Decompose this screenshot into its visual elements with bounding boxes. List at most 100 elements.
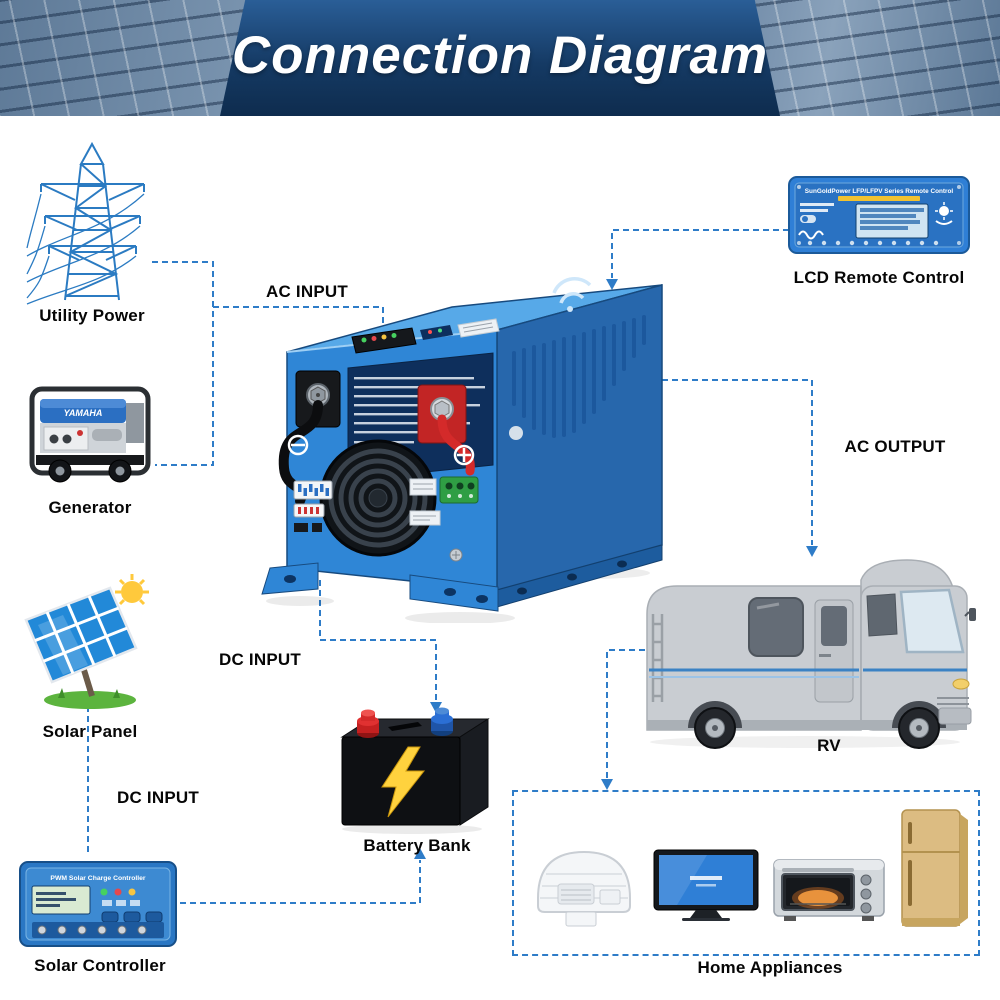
title-banner-band: [220, 0, 780, 116]
remote-title-text: SunGoldPower LFP/LFPV Series Remote Cont…: [805, 188, 954, 195]
lightning-bolt-icon: [381, 746, 426, 818]
solar-panel-label: Solar Panel: [42, 722, 138, 741]
battery-bank-illustration: [330, 703, 495, 840]
rv-mirror: [964, 608, 976, 621]
lcd-remote-illustration: SunGoldPower LFP/LFPV Series Remote Cont…: [786, 173, 972, 270]
generator-muffler: [92, 429, 122, 441]
oven-illustration: [772, 852, 886, 929]
dip-switch-block: [293, 480, 333, 518]
home-appliances-label: Home Appliances: [697, 958, 843, 977]
rv-stripes: [649, 668, 967, 678]
ac-input-label: AC INPUT: [266, 282, 348, 301]
ac-bottom-unit: [565, 911, 597, 927]
generator-frame: [29, 386, 151, 476]
aux-connectors: [294, 523, 322, 532]
fridge-freezer-handle: [908, 822, 912, 844]
rv-label: RV: [817, 736, 841, 755]
rv-cab-window: [866, 593, 898, 637]
rv-icon: [646, 559, 976, 749]
lcd-remote-icon: SunGoldPower LFP/LFPV Series Remote Cont…: [788, 176, 970, 254]
wifi-logo-icon: [552, 276, 592, 312]
page-title: Connection Diagram: [231, 26, 769, 86]
rv-illustration: [633, 550, 978, 755]
tv-screen-text: [690, 876, 722, 880]
ac-output-label: AC OUTPUT: [844, 437, 946, 456]
battery-positive-terminal: [357, 709, 379, 738]
utility-power-label: Utility Power: [39, 306, 145, 325]
lcd-remote-label: LCD Remote Control: [793, 268, 965, 287]
generator-wheels: [48, 459, 132, 483]
fridge-door-handle: [908, 860, 912, 906]
battery-bank-label: Battery Bank: [363, 836, 471, 855]
remote-logo: [935, 202, 953, 225]
inverter-illustration: [260, 273, 680, 628]
wire-ac-output: [662, 379, 813, 545]
inverter-side-face: [496, 284, 663, 591]
dc-input-solar-label: DC INPUT: [117, 788, 199, 807]
ac-side-vent: [599, 889, 621, 905]
transmission-tower-icon: [26, 141, 145, 305]
oven-door: [781, 873, 855, 911]
power-cables: [26, 193, 145, 305]
controller-buttons: [101, 911, 163, 923]
green-terminal-block: [439, 476, 479, 504]
remote-port-label: [409, 478, 437, 496]
battery-side-face: [459, 718, 489, 826]
solar-controller-icon: PWM Solar Charge Controller: [19, 861, 177, 947]
top-label-sticker: [457, 318, 500, 338]
inverter-icon: [261, 276, 663, 624]
wire-controller-to-battery: [180, 860, 421, 904]
rv-headlight: [952, 678, 970, 690]
remote-left-controls: [798, 203, 834, 240]
top-led-strip: [420, 325, 453, 340]
controller-lcd: [31, 885, 91, 915]
rooftop-ac-icon: [537, 850, 631, 927]
fridge-illustration: [896, 806, 974, 937]
window-reflection: [756, 602, 780, 610]
tv-icon: [653, 849, 759, 921]
solar-panel-illustration: [18, 570, 158, 717]
oven-top-band: [774, 860, 884, 870]
grass-blades: [58, 688, 120, 698]
side-sticker: [509, 426, 523, 440]
cooling-fan: [319, 439, 437, 557]
wire-utility-generator-junction: [152, 261, 214, 466]
rv-side-window: [748, 597, 804, 657]
toaster-oven-icon: [773, 859, 885, 921]
shadow: [405, 612, 515, 624]
generator-label: Generator: [48, 498, 132, 517]
solar-controller-illustration: PWM Solar Charge Controller: [18, 856, 178, 957]
tv-screen-glare: [659, 855, 707, 905]
oven-foot: [862, 916, 874, 921]
generator-engine: [126, 403, 144, 443]
battery-icon: [340, 707, 490, 834]
controller-leds: [100, 888, 140, 906]
tv-base: [682, 918, 730, 921]
tv-stand: [690, 910, 722, 918]
oven-foot: [784, 916, 796, 921]
generator-brand-text: YAMAHA: [64, 408, 103, 418]
positive-cable: [437, 414, 475, 476]
negative-terminal: [295, 370, 341, 428]
remote-lcd: [855, 203, 929, 239]
rv-front-wheel: [892, 701, 946, 749]
fridge-kickplate: [902, 918, 960, 926]
panel-leg: [81, 669, 95, 697]
generator-tank-highlight: [40, 399, 126, 408]
side-vent-slots: [512, 315, 646, 438]
remote-screws: [797, 185, 961, 245]
rooftop-ac-illustration: [528, 840, 640, 937]
positive-terminal: [417, 384, 467, 444]
remote-yellow-strip: [838, 196, 920, 201]
battery-temp-label: [409, 510, 441, 526]
generator-illustration: YAMAHA: [22, 383, 157, 490]
pv-panel: [24, 586, 138, 684]
oven-handle: [782, 868, 854, 872]
generator-outlet: [49, 434, 59, 444]
battery-handle: [388, 722, 422, 731]
controller-title-text: PWM Solar Charge Controller: [50, 875, 146, 882]
ac-grille: [557, 883, 595, 905]
generator-switch: [77, 430, 83, 436]
home-appliances-box: [512, 790, 980, 956]
